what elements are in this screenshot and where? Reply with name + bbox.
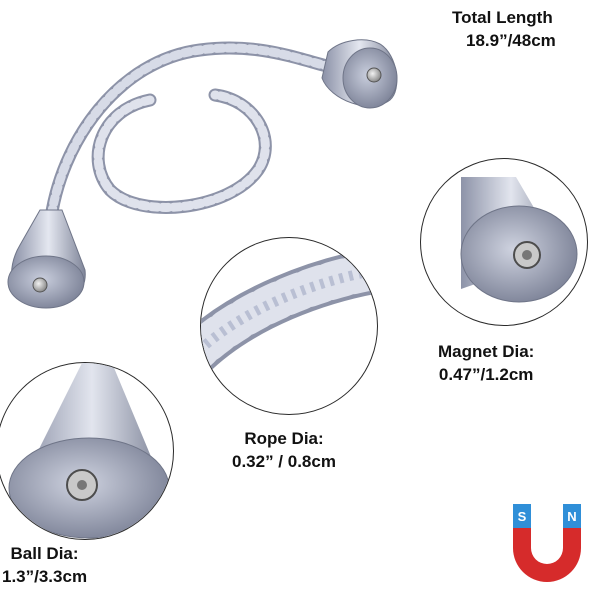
magnet-closeup (460, 177, 578, 303)
rope-end-top (321, 39, 398, 109)
rope-dia-value: 0.32” / 0.8cm (232, 452, 336, 471)
magnet-north-pole (563, 504, 581, 528)
horseshoe-magnet-icon: S N (513, 504, 581, 582)
total-length-title: Total Length (452, 8, 553, 27)
total-length-label: Total Length 18.9”/48cm (452, 6, 556, 52)
ball-dia-title: Ball Dia: (10, 544, 79, 563)
magnet-dia-title: Magnet Dia: (438, 342, 535, 361)
rope-end-left (7, 209, 86, 309)
magnet-dia-label: Magnet Dia: 0.47”/1.2cm (438, 340, 534, 386)
ball-detail-circle (0, 362, 174, 540)
rope (43, 41, 342, 232)
ball-closeup (8, 363, 170, 539)
magnet-south-letter: S (518, 509, 527, 524)
ball-dia-value: 1.3”/3.3cm (2, 567, 88, 586)
rope-dia-label: Rope Dia: 0.32” / 0.8cm (232, 427, 336, 473)
total-length-value: 18.9”/48cm (466, 31, 556, 50)
rope-closeup (201, 246, 377, 379)
magnet-detail-circle (420, 158, 588, 326)
magnet-north-letter: N (567, 509, 576, 524)
ball-dia-label: Ball Dia: 1.3”/3.3cm (2, 542, 87, 588)
rope-dia-title: Rope Dia: (244, 429, 324, 448)
rope-detail-circle (200, 237, 378, 415)
magnet-south-pole (513, 504, 531, 528)
magnet-dia-value: 0.47”/1.2cm (438, 365, 534, 384)
